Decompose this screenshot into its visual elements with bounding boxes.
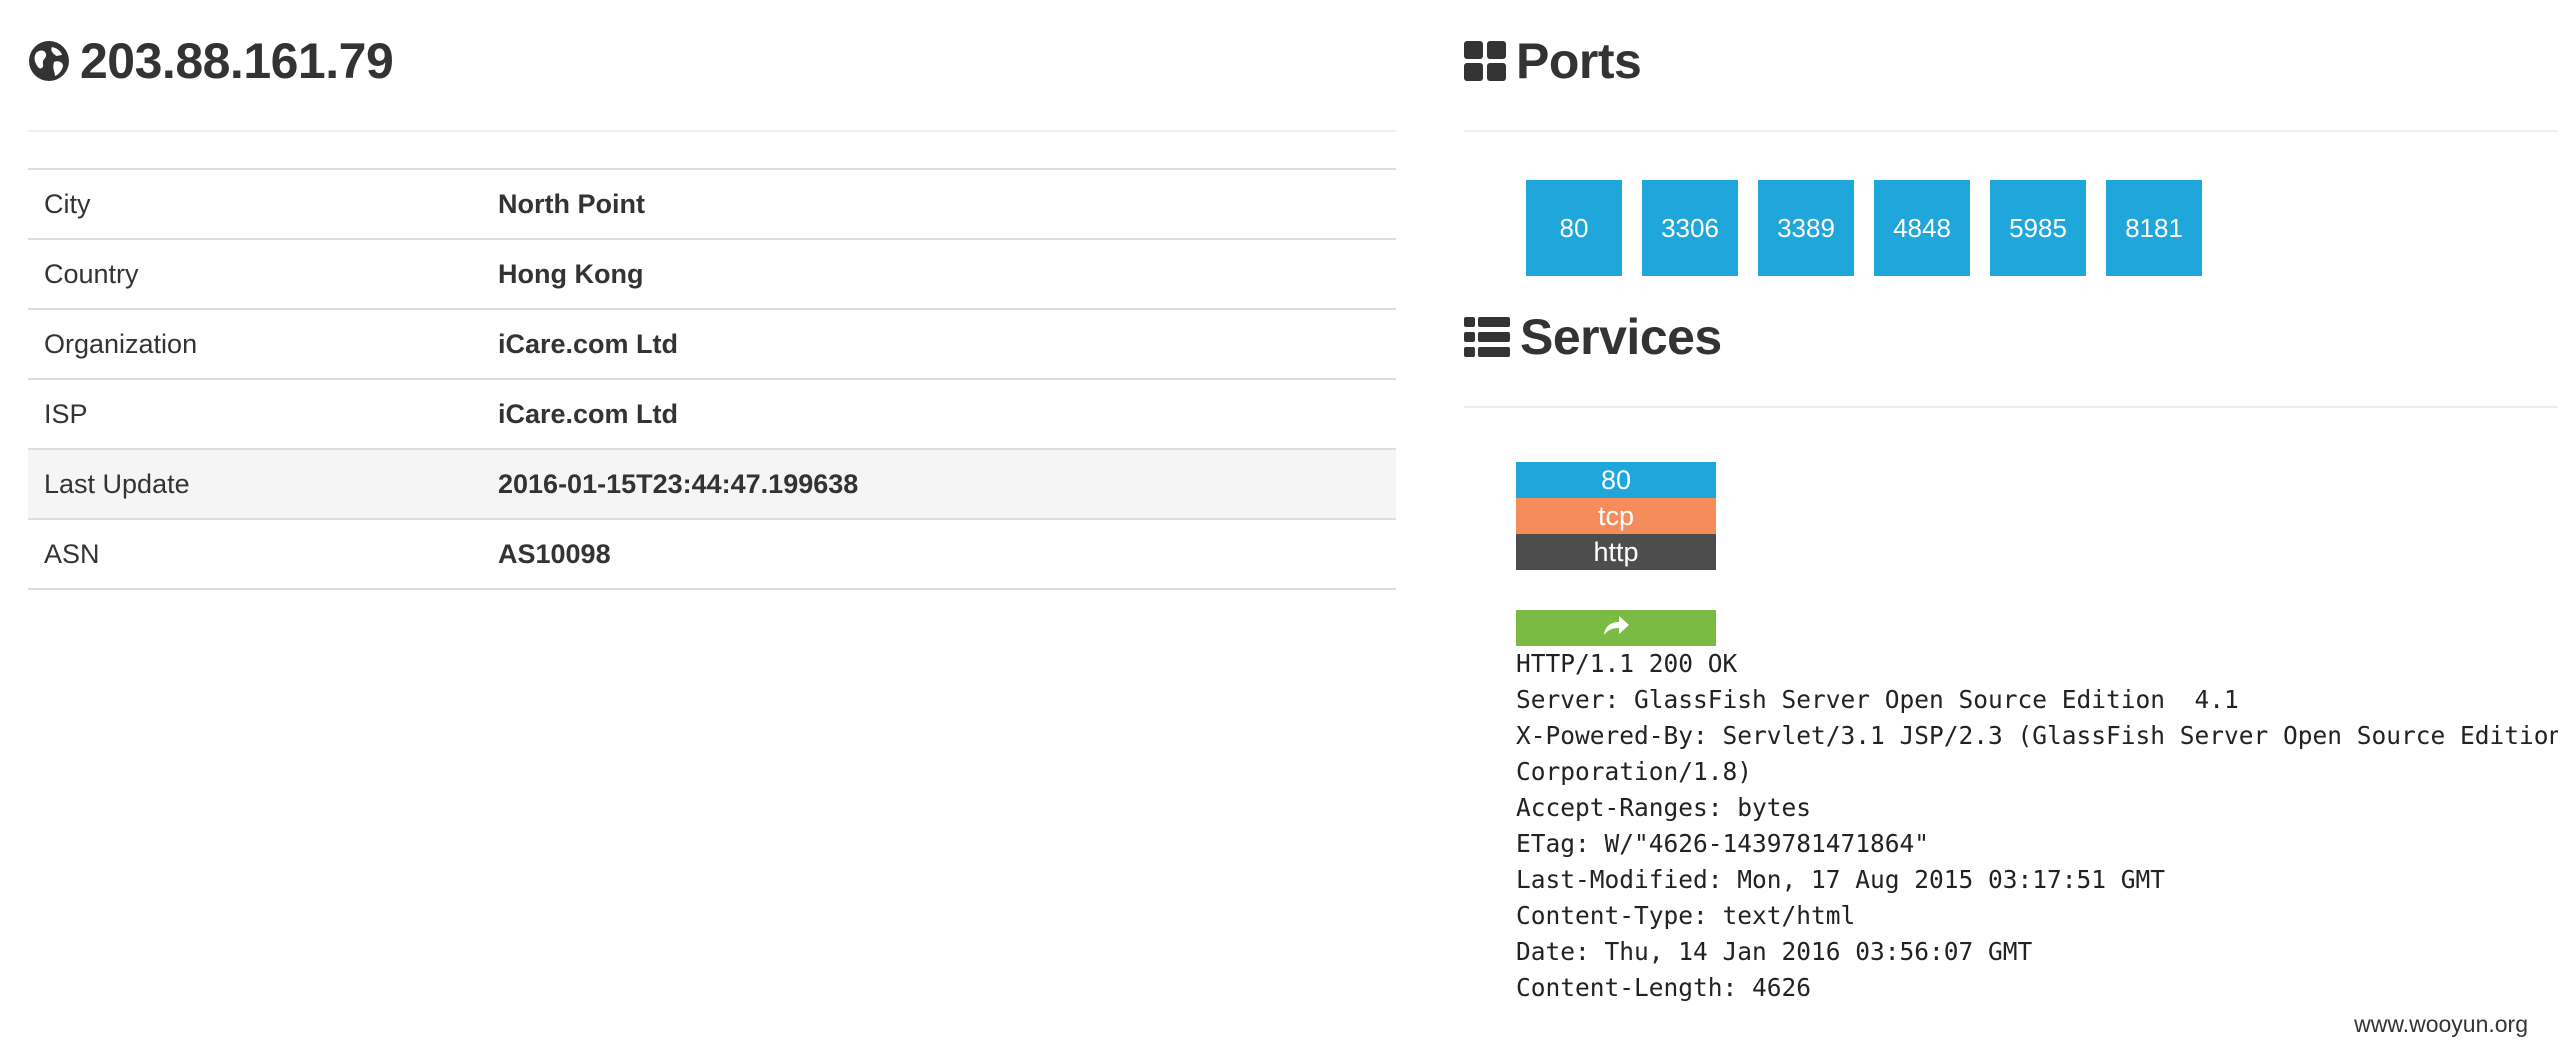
- detail-value: iCare.com Ltd: [482, 379, 1396, 450]
- banner-line: Corporation/1.8): [1516, 757, 1753, 786]
- banner-line: HTTP/1.1 200 OK: [1516, 649, 1738, 678]
- port-badge[interactable]: 3306: [1642, 180, 1738, 276]
- service-name: http: [1516, 534, 1716, 570]
- detail-value: Hong Kong: [482, 239, 1396, 310]
- service-banner: HTTP/1.1 200 OK Server: GlassFish Server…: [1516, 646, 2558, 1006]
- detail-value: AS10098: [482, 519, 1396, 590]
- divider: [1464, 406, 2558, 408]
- watermark: www.wooyun.org: [2354, 1011, 2528, 1037]
- share-button[interactable]: [1516, 610, 1716, 646]
- port-badge[interactable]: 4848: [1874, 180, 1970, 276]
- detail-key: Organization: [28, 309, 482, 380]
- services-title: Services: [1520, 309, 1722, 365]
- banner-line: X-Powered-By: Servlet/3.1 JSP/2.3 (Glass…: [1516, 721, 2558, 750]
- banner-line: Server: GlassFish Server Open Source Edi…: [1516, 685, 2239, 714]
- divider: [28, 130, 1396, 132]
- banner-line: Date: Thu, 14 Jan 2016 03:56:07 GMT: [1516, 937, 2033, 966]
- divider: [1464, 130, 2558, 132]
- ports-title: Ports: [1516, 33, 1642, 89]
- detail-key: City: [28, 169, 482, 240]
- detail-value: North Point: [482, 169, 1396, 240]
- table-row: ISP iCare.com Ltd: [28, 379, 1396, 450]
- detail-value: iCare.com Ltd: [482, 309, 1396, 380]
- banner-line: Content-Length: 4626: [1516, 973, 1812, 1002]
- banner-line: ETag: W/"4626-1439781471864": [1516, 829, 1930, 858]
- port-list: 80 3306 3389 4848 5985 8181: [1526, 180, 2558, 276]
- share-arrow-icon: [1602, 615, 1630, 642]
- ports-heading: Ports: [1464, 26, 2558, 96]
- ports-services-panel: Ports 80 3306 3389 4848 5985 8181 Servic…: [1464, 26, 2558, 1006]
- host-ip: 203.88.161.79: [80, 33, 394, 89]
- service-port: 80: [1516, 462, 1716, 498]
- detail-key: ISP: [28, 379, 482, 450]
- table-row: Country Hong Kong: [28, 239, 1396, 310]
- detail-key: Country: [28, 239, 482, 310]
- port-badge[interactable]: 5985: [1990, 180, 2086, 276]
- table-row: Last Update 2016-01-15T23:44:47.199638: [28, 449, 1396, 520]
- table-row: Organization iCare.com Ltd: [28, 309, 1396, 380]
- table-row: ASN AS10098: [28, 519, 1396, 590]
- host-panel: 203.88.161.79 City North Point Country H…: [28, 26, 1396, 590]
- list-icon: [1464, 317, 1510, 357]
- detail-key: Last Update: [28, 449, 482, 520]
- host-heading: 203.88.161.79: [28, 26, 1396, 96]
- port-badge[interactable]: 3389: [1758, 180, 1854, 276]
- table-row: City North Point: [28, 169, 1396, 240]
- port-badge[interactable]: 80: [1526, 180, 1622, 276]
- services-heading: Services: [1464, 302, 2558, 372]
- grid-icon: [1464, 41, 1506, 81]
- port-badge[interactable]: 8181: [2106, 180, 2202, 276]
- service-protocol: tcp: [1516, 498, 1716, 534]
- banner-line: Accept-Ranges: bytes: [1516, 793, 1812, 822]
- host-details-table: City North Point Country Hong Kong Organ…: [28, 168, 1396, 590]
- globe-icon: [28, 40, 70, 82]
- service-badge: 80 tcp http: [1516, 462, 1716, 570]
- detail-value: 2016-01-15T23:44:47.199638: [482, 449, 1396, 520]
- banner-line: Content-Type: text/html: [1516, 901, 1856, 930]
- detail-key: ASN: [28, 519, 482, 590]
- banner-line: Last-Modified: Mon, 17 Aug 2015 03:17:51…: [1516, 865, 2166, 894]
